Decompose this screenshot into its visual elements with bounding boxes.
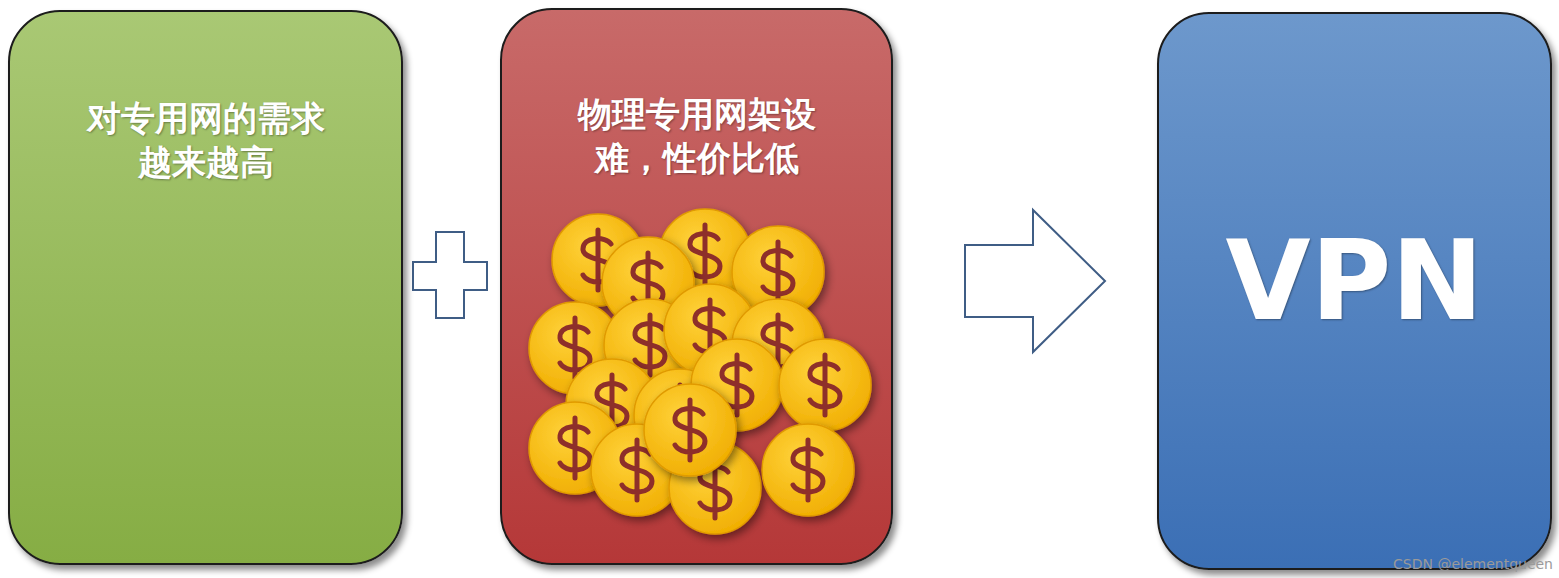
coin bbox=[664, 284, 756, 376]
coin bbox=[691, 339, 783, 431]
dollar-symbol bbox=[622, 440, 652, 500]
dollar-symbol bbox=[665, 385, 695, 445]
coin-pile bbox=[529, 209, 871, 534]
dollar-symbol bbox=[722, 355, 752, 415]
coin bbox=[732, 299, 824, 391]
dollar-symbol bbox=[793, 440, 823, 500]
watermark: CSDN @elementqueen bbox=[1393, 556, 1553, 572]
coin bbox=[762, 424, 854, 516]
dollar-symbol bbox=[690, 225, 720, 285]
dollar-symbol bbox=[633, 253, 663, 313]
dollar-symbol bbox=[763, 315, 793, 375]
coin bbox=[644, 384, 736, 476]
dollar-symbol bbox=[597, 375, 627, 435]
box-text: 对专用网的需求 越来越高 bbox=[70, 96, 342, 184]
coin bbox=[779, 339, 871, 431]
plus-sign bbox=[413, 232, 487, 318]
dollar-symbol bbox=[695, 300, 725, 360]
box-text: VPN bbox=[1177, 226, 1532, 336]
dollar-symbol bbox=[635, 315, 665, 375]
coin bbox=[732, 226, 824, 318]
coin bbox=[591, 424, 683, 516]
dollar-symbol bbox=[560, 318, 590, 378]
coin bbox=[602, 237, 694, 329]
box-text: 物理专用网架设 难，性价比低 bbox=[561, 92, 833, 180]
dollar-symbol bbox=[583, 230, 613, 290]
coin bbox=[529, 302, 621, 394]
rounded-box: VPN bbox=[1157, 12, 1552, 570]
coin bbox=[659, 209, 751, 301]
dollar-symbol bbox=[763, 242, 793, 302]
coin bbox=[529, 402, 621, 494]
coin bbox=[604, 299, 696, 391]
coin bbox=[634, 369, 726, 461]
rounded-box: 对专用网的需求 越来越高 bbox=[8, 10, 403, 565]
dollar-symbol bbox=[675, 400, 705, 460]
dollar-symbol bbox=[560, 418, 590, 478]
coin bbox=[552, 214, 644, 306]
block-arrow bbox=[965, 210, 1105, 352]
rounded-box: 物理专用网架设 难，性价比低 bbox=[500, 8, 893, 565]
coin bbox=[566, 359, 658, 451]
dollar-symbol bbox=[700, 458, 730, 518]
dollar-symbol bbox=[810, 355, 840, 415]
coin bbox=[669, 442, 761, 534]
